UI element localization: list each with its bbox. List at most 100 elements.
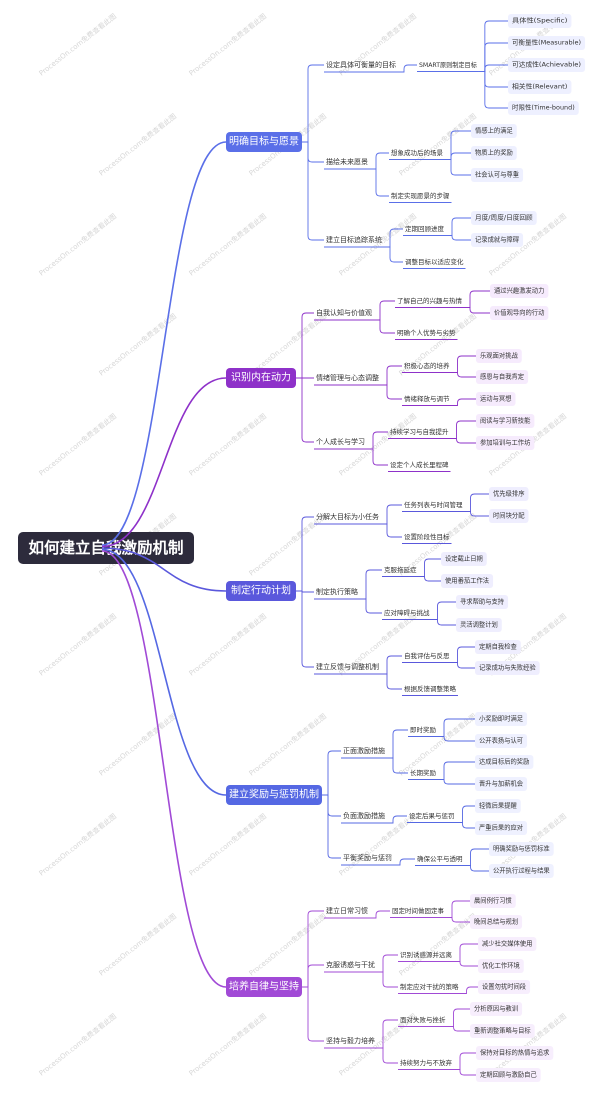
leaf-node[interactable]: 严重后果的应对 bbox=[475, 821, 528, 835]
connector-line bbox=[464, 848, 489, 866]
leaf-node[interactable]: 相关性(Relevant) bbox=[508, 80, 572, 94]
leaf-node[interactable]: 可达成性(Achievable) bbox=[508, 58, 586, 72]
leaf-node-box bbox=[476, 1068, 541, 1082]
leaf-node-box bbox=[475, 777, 528, 791]
level3-node: 自我评估与反思 bbox=[404, 651, 450, 660]
connector-line bbox=[478, 64, 508, 72]
leaf-node[interactable]: 小奖励即时满足 bbox=[475, 712, 528, 726]
leaf-node[interactable]: 时限性(Time-bound) bbox=[508, 101, 579, 115]
connector-line bbox=[302, 64, 324, 143]
leaf-node[interactable]: 优化工作环境 bbox=[478, 959, 524, 973]
leaf-node[interactable]: 定期自我检查 bbox=[475, 640, 521, 654]
leaf-node[interactable]: 月度/周度/日度回顾 bbox=[471, 211, 537, 225]
leaf-node[interactable]: 公开执行过程与结果 bbox=[489, 864, 554, 878]
branch-node[interactable]: 明确目标与愿景 bbox=[226, 132, 302, 152]
connector-line bbox=[101, 377, 227, 548]
level3-node: SMART原则制定目标 bbox=[419, 60, 477, 69]
leaf-node[interactable]: 具体性(Specific) bbox=[508, 14, 572, 28]
connector-line bbox=[322, 794, 341, 859]
connector-line bbox=[370, 152, 389, 170]
connector-line bbox=[360, 598, 382, 614]
level3-node: 持续努力与不放弃 bbox=[400, 1058, 453, 1067]
leaf-node[interactable]: 价值观导向的行动 bbox=[490, 306, 549, 320]
leaf-node[interactable]: 达成目标后的奖励 bbox=[475, 755, 534, 769]
connector-line bbox=[451, 662, 475, 669]
branch-node[interactable]: 建立奖励与惩罚机制 bbox=[226, 785, 322, 805]
leaf-node[interactable]: 运动与冥想 bbox=[476, 392, 516, 406]
leaf-node-box bbox=[489, 842, 554, 856]
leaf-node[interactable]: 晚间总结与规划 bbox=[470, 915, 523, 929]
connector-line bbox=[445, 130, 471, 160]
branch-node-box bbox=[226, 132, 302, 152]
leaf-node-box bbox=[441, 574, 494, 588]
level2-node: 克服诱惑与干扰 bbox=[326, 960, 375, 969]
leaf-node-box bbox=[476, 436, 535, 450]
leaf-node-box bbox=[471, 146, 517, 160]
leaf-node[interactable]: 可衡量性(Measurable) bbox=[508, 36, 586, 50]
connector-line bbox=[387, 757, 408, 774]
connector-line bbox=[101, 550, 227, 988]
leaf-node[interactable]: 记录成功与失败经验 bbox=[475, 661, 540, 675]
leaf-node[interactable]: 定期回顾与激励自己 bbox=[476, 1068, 541, 1082]
level3-node: 制定实现愿景的步骤 bbox=[391, 191, 450, 200]
leaf-node[interactable]: 晋升与加薪机会 bbox=[475, 777, 528, 791]
leaf-node-box bbox=[471, 233, 524, 247]
connector-line bbox=[296, 590, 314, 668]
leaf-node[interactable]: 时间块分配 bbox=[489, 509, 529, 523]
leaf-node-box bbox=[471, 211, 537, 225]
level2-node: 正面激励措施 bbox=[343, 746, 385, 755]
leaf-node-label: 寻求帮助与支持 bbox=[460, 597, 505, 606]
leaf-node[interactable]: 重新调整策略与目标 bbox=[470, 1024, 535, 1038]
leaf-node[interactable]: 减少社交媒体使用 bbox=[478, 937, 537, 951]
leaf-node[interactable]: 寻求帮助与支持 bbox=[456, 595, 509, 609]
leaf-node-label: 时间块分配 bbox=[493, 511, 525, 520]
leaf-node-label: 分析原因与教训 bbox=[474, 1004, 518, 1013]
leaf-node-box bbox=[476, 370, 529, 384]
leaf-node[interactable]: 设置勿扰时间段 bbox=[478, 980, 531, 994]
leaf-node[interactable]: 轻微后果提醒 bbox=[475, 799, 521, 813]
leaf-node-label: 保持对目标的热情与追求 bbox=[480, 1048, 550, 1057]
connector-line bbox=[381, 504, 402, 525]
leaf-node[interactable]: 情感上的满足 bbox=[471, 124, 517, 138]
leaf-node-label: 参加培训与工作坊 bbox=[480, 438, 531, 447]
branch-node[interactable]: 培养自律与坚持 bbox=[226, 977, 302, 997]
leaf-node[interactable]: 保持对目标的热情与追求 bbox=[476, 1046, 554, 1060]
leaf-node-box bbox=[489, 864, 554, 878]
leaf-node[interactable]: 社会认可与尊重 bbox=[471, 168, 524, 182]
connector-line bbox=[451, 355, 476, 373]
connector-line bbox=[101, 547, 227, 592]
leaf-node[interactable]: 分析原因与教训 bbox=[470, 1002, 523, 1016]
leaf-node[interactable]: 物质上的奖励 bbox=[471, 146, 517, 160]
leaf-node[interactable]: 设定截止日期 bbox=[441, 552, 487, 566]
leaf-node-box bbox=[475, 755, 534, 769]
leaf-node[interactable]: 优先级排序 bbox=[489, 487, 529, 501]
level3-node: 克服拖延症 bbox=[384, 565, 417, 574]
leaf-node[interactable]: 阅读与学习新技能 bbox=[476, 414, 535, 428]
leaf-node[interactable]: 灵活调整计划 bbox=[456, 618, 502, 632]
leaf-node[interactable]: 通过兴趣激发动力 bbox=[490, 284, 549, 298]
branch-node[interactable]: 识别内在动力 bbox=[226, 368, 296, 388]
leaf-node[interactable]: 公开表扬与认可 bbox=[475, 734, 528, 748]
branch-node-box bbox=[226, 581, 296, 601]
connector-line bbox=[438, 779, 475, 785]
connector-line bbox=[394, 858, 415, 866]
leaf-node[interactable]: 记录成就与障碍 bbox=[471, 233, 524, 247]
leaf-node-box bbox=[475, 799, 521, 813]
level3-node: 情绪释放与调节 bbox=[404, 394, 450, 403]
leaf-node-box bbox=[456, 595, 509, 609]
branch-node[interactable]: 制定行动计划 bbox=[226, 581, 296, 601]
connector-line bbox=[384, 246, 403, 263]
leaf-node-label: 价值观导向的行动 bbox=[494, 308, 544, 317]
leaf-node[interactable]: 使用番茄工作法 bbox=[441, 574, 494, 588]
connector-line bbox=[451, 398, 476, 406]
leaf-node[interactable]: 乐观面对挑战 bbox=[476, 349, 522, 363]
branch-node-label: 明确目标与愿景 bbox=[229, 135, 299, 148]
leaf-node[interactable]: 明确奖励与惩罚标准 bbox=[489, 842, 554, 856]
leaf-node[interactable]: 感恩与自我肯定 bbox=[476, 370, 529, 384]
leaf-node-label: 晨间例行习惯 bbox=[474, 896, 513, 905]
connector-line bbox=[438, 736, 475, 742]
leaf-node[interactable]: 晨间例行习惯 bbox=[470, 894, 516, 908]
connector-line bbox=[381, 384, 402, 400]
leaf-node-box bbox=[456, 618, 502, 632]
leaf-node[interactable]: 参加培训与工作坊 bbox=[476, 436, 535, 450]
